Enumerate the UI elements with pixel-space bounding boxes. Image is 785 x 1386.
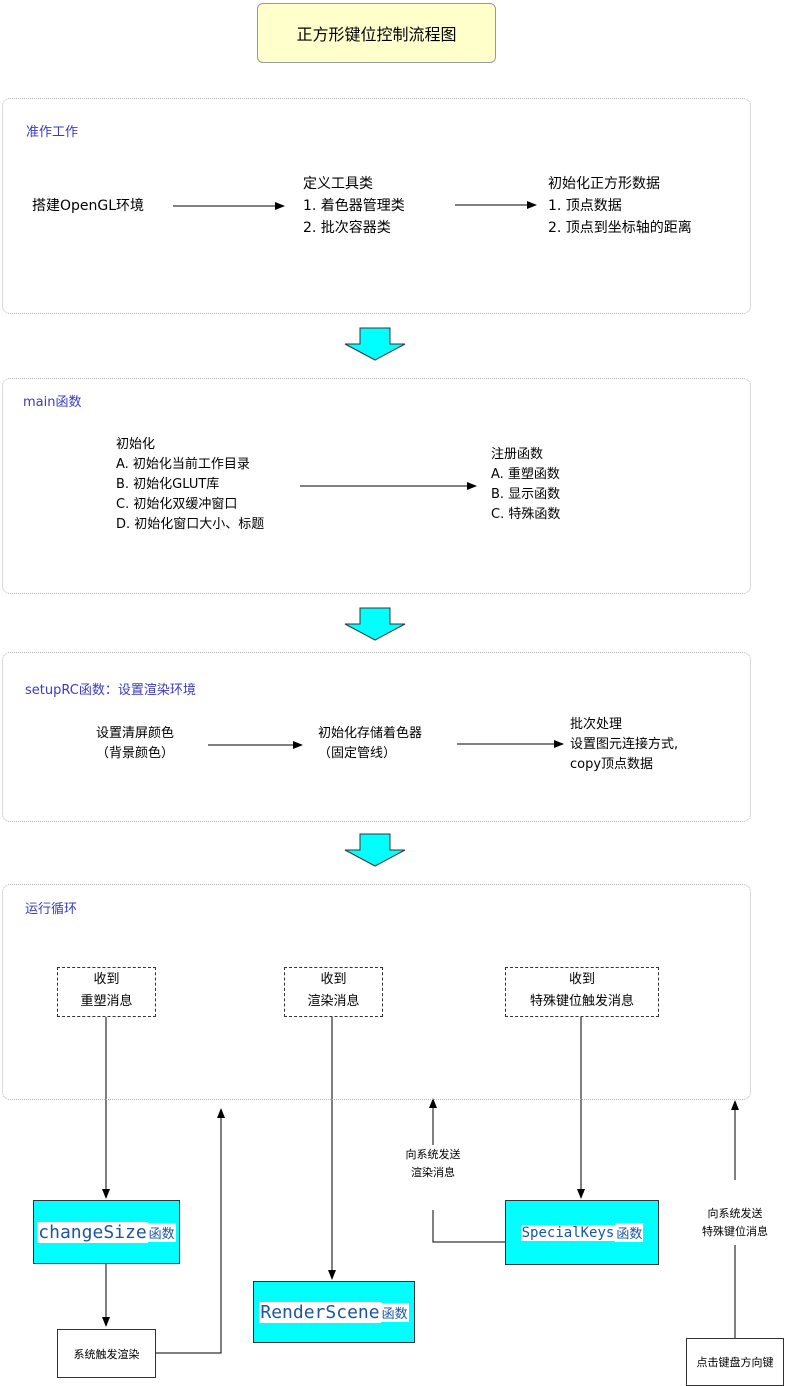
- step-init-data-line: 1. 顶点数据: [548, 198, 622, 214]
- section-setup-label: setupRC函数：设置渲染环境: [25, 683, 196, 698]
- recv-reshape-line: 收到: [93, 972, 120, 987]
- step-define-tools: 定义工具类 1. 着色器管理类 2. 批次容器类: [303, 173, 405, 239]
- setup-batch: 批次处理 设置图元连接方式, copy顶点数据: [570, 715, 678, 775]
- step-define-tools-line: 定义工具类: [303, 176, 373, 192]
- section-prep: [2, 98, 751, 314]
- main-register-line: 注册函数: [491, 447, 544, 462]
- recv-special-line: 特殊键位触发消息: [529, 994, 634, 1009]
- down-arrow-2: [344, 607, 406, 641]
- main-register-line: A. 重塑函数: [491, 467, 560, 482]
- main-register-line: C. 特殊函数: [491, 507, 561, 522]
- section-setup: [2, 652, 751, 822]
- section-loop-label: 运行循环: [25, 902, 78, 917]
- main-register-line: B. 显示函数: [491, 487, 561, 502]
- step-init-square-data: 初始化正方形数据 1. 顶点数据 2. 顶点到坐标轴的距离: [548, 173, 692, 239]
- setup-clear-line: （背景颜色）: [95, 746, 174, 761]
- main-register-list: 注册函数 A. 重塑函数 B. 显示函数 C. 特殊函数: [491, 445, 560, 525]
- step-define-tools-line: 2. 批次容器类: [303, 220, 391, 236]
- diagram-title: 正方形键位控制流程图: [257, 3, 496, 63]
- step-define-tools-line: 1. 着色器管理类: [303, 198, 405, 214]
- setup-clear-line: 设置清屏颜色: [95, 726, 174, 741]
- setup-shader-line: 初始化存储着色器: [318, 726, 423, 741]
- send-render-message-note: 向系统发送 渲染消息: [388, 1146, 478, 1182]
- send-special-message-note: 向系统发送 特殊键位消息: [690, 1205, 780, 1241]
- recv-render-line: 渲染消息: [307, 994, 360, 1009]
- recv-special-line: 收到: [568, 972, 595, 987]
- setup-batch-line: 设置图元连接方式,: [570, 737, 679, 752]
- specialkeys-suffix: 函数: [615, 1223, 644, 1242]
- send-special-line: 向系统发送: [707, 1207, 763, 1220]
- recv-render-message: 收到 渲染消息: [284, 967, 383, 1017]
- send-render-line: 向系统发送: [405, 1148, 461, 1161]
- arrow-trigger-up: [156, 1108, 225, 1354]
- step-init-data-line: 2. 顶点到坐标轴的距离: [548, 220, 692, 236]
- setup-batch-line: 批次处理: [570, 717, 623, 732]
- main-init-line: A. 初始化当前工作目录: [116, 457, 250, 472]
- main-init-line: D. 初始化窗口大小、标题: [116, 517, 265, 532]
- step-init-data-line: 初始化正方形数据: [548, 176, 660, 192]
- section-main: [2, 378, 751, 594]
- main-init-line: C. 初始化双缓冲窗口: [116, 497, 238, 512]
- arrow-specialkeys-up: [432, 1210, 505, 1243]
- step-setup-opengl: 搭建OpenGL环境: [32, 198, 145, 214]
- setup-init-shader: 初始化存储着色器 （固定管线）: [318, 724, 422, 764]
- section-main-label: main函数: [23, 395, 82, 410]
- changesize-suffix: 函数: [147, 1222, 176, 1242]
- main-init-list: 初始化 A. 初始化当前工作目录 B. 初始化GLUT库 C. 初始化双缓冲窗口…: [116, 435, 264, 535]
- recv-reshape-line: 重塑消息: [80, 994, 133, 1009]
- click-arrow-key: 点击键盘方向键: [686, 1338, 784, 1386]
- main-init-line: 初始化: [116, 437, 156, 452]
- recv-special-key-message: 收到 特殊键位触发消息: [505, 967, 659, 1017]
- changesize-name: changeSize: [37, 1221, 148, 1243]
- down-arrow-1: [344, 327, 406, 361]
- send-render-line: 渲染消息: [411, 1166, 455, 1179]
- section-loop: [2, 884, 751, 1100]
- specialkeys-name: SpecialKeys: [520, 1224, 616, 1241]
- setup-batch-line: copy顶点数据: [570, 757, 654, 772]
- recv-render-line: 收到: [320, 972, 347, 987]
- renderscene-name: RenderScene: [259, 1301, 381, 1323]
- setup-clear-color: 设置清屏颜色 （背景颜色）: [70, 724, 200, 764]
- send-special-line: 特殊键位消息: [702, 1225, 768, 1238]
- recv-reshape-message: 收到 重塑消息: [57, 967, 156, 1017]
- system-trigger-render: 系统触发渲染: [57, 1329, 156, 1378]
- main-init-line: B. 初始化GLUT库: [116, 477, 220, 492]
- section-prep-label: 准作工作: [26, 125, 79, 140]
- setup-shader-line: （固定管线）: [318, 746, 397, 761]
- renderscene-suffix: 函数: [380, 1302, 409, 1322]
- down-arrow-3: [344, 833, 406, 867]
